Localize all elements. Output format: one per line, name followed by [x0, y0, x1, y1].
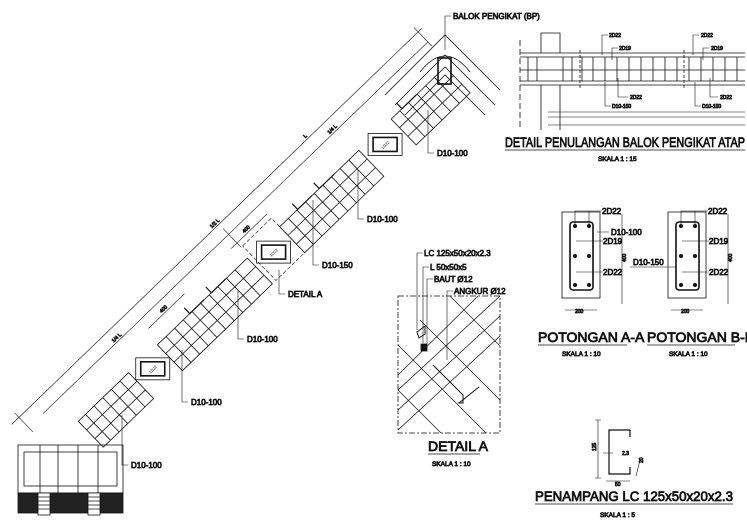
beam-reinforcement-elevation: [519, 32, 745, 130]
detail-a-label-angle: L 50x50x5: [430, 263, 467, 272]
section-tag-1: 1D22: [148, 364, 159, 375]
beam-detail-scale: SKALA 1 : 15: [598, 156, 637, 163]
bb-width-dim: 200: [681, 309, 690, 315]
section-aa-drawing: [561, 210, 623, 311]
lc-section-scale: SKALA 1 : 5: [600, 512, 635, 519]
lc-section-title: PENAMPANG LC 125x50x20x2.3: [535, 488, 733, 504]
section-bb-drawing: [630, 210, 729, 311]
label-balok-pengikat: BALOK PENGIKAT (BP): [453, 12, 540, 21]
section-box-2: 1D22: [256, 240, 291, 264]
lc-dim-20: 20: [639, 457, 645, 463]
callout-d10-100-1: D10-100: [437, 149, 468, 158]
section-tag-3: 1D22: [380, 139, 391, 150]
beam-label-2d22-bot-2: 2D22: [720, 95, 732, 101]
dim-l: L: [302, 133, 308, 139]
detail-a-title: DETAIL A: [428, 438, 489, 454]
callout-d10-100-5: D10-100: [131, 461, 162, 470]
section-bb-title: POTONGAN B-B: [647, 329, 747, 345]
beam-label-2d22-bot-1: 2D22: [630, 95, 642, 101]
aa-width-dim: 200: [575, 309, 584, 315]
dim-400-1: 400: [159, 304, 169, 314]
beam-segment-3: [279, 149, 385, 254]
lc-dim-50: 50: [615, 482, 621, 488]
lc-dim-thickness: 2.3: [622, 451, 629, 457]
section-box-1: 1D22: [135, 357, 171, 381]
beam-label-2d19-2: 2D19: [711, 46, 723, 52]
aa-label-2d22-top: 2D22: [602, 207, 622, 216]
callout-detail-a: DETAIL A: [288, 290, 323, 299]
bb-label-d10-150: D10-150: [633, 258, 664, 267]
aa-height-dim: 400: [622, 253, 628, 262]
beam-label-2d19-1: 2D19: [619, 46, 631, 52]
detail-a-scale: SKALA 1 : 10: [432, 461, 471, 468]
callout-d10-100-3: D10-100: [247, 335, 278, 344]
bb-height-dim: 400: [728, 253, 734, 262]
dim-400-2: 400: [241, 224, 251, 234]
aa-label-2d22-bot: 2D22: [603, 268, 623, 277]
section-tag-2: 1D22: [269, 247, 280, 258]
beam-label-d10-150-1: D10-150: [612, 104, 631, 110]
bb-label-2d19: 2D19: [709, 237, 729, 246]
beam-label-2d22-top-1: 2D22: [609, 33, 621, 39]
beam-segment-4: [390, 66, 471, 146]
beam-label-d10-150-2: D10-150: [702, 104, 721, 110]
detail-a-label-anchor: ANGKUR Ø12: [454, 287, 506, 296]
section-bb-scale: SKALA 1 : 10: [669, 351, 708, 358]
lc-dim-125: 125: [592, 442, 598, 451]
section-aa-scale: SKALA 1 : 10: [562, 351, 601, 358]
truss-leaders: [121, 15, 451, 466]
beam-detail-title: DETAIL PENULANGAN BALOK PENGIKAT ATAP: [505, 134, 745, 150]
aa-label-2d19: 2D19: [603, 237, 623, 246]
beam-segment-2: [156, 257, 273, 372]
callout-d10-100-4: D10-100: [191, 398, 222, 407]
callout-d10-100-2: D10-100: [367, 215, 398, 224]
column-base: [17, 444, 124, 516]
section-box-3: 1D22: [367, 133, 403, 156]
beam-segment-1: [77, 372, 155, 448]
aa-label-d10-100: D10-100: [611, 228, 642, 237]
bb-label-2d22-bot: 2D22: [709, 268, 729, 277]
dimension-lines: [11, 27, 433, 432]
section-aa-title: POTONGAN A-A: [538, 329, 645, 345]
detail-a-drawing: [397, 252, 501, 434]
detail-a-label-lc: LC 125x50x20x2.3: [424, 249, 491, 258]
beam-label-2d22-top-2: 2D22: [701, 33, 713, 39]
callout-d10-150: D10-150: [322, 261, 353, 270]
detail-a-label-bolt: BAUT Ø12: [434, 275, 473, 284]
lc-section-drawing: [595, 419, 641, 482]
bb-label-2d22-top: 2D22: [708, 207, 728, 216]
